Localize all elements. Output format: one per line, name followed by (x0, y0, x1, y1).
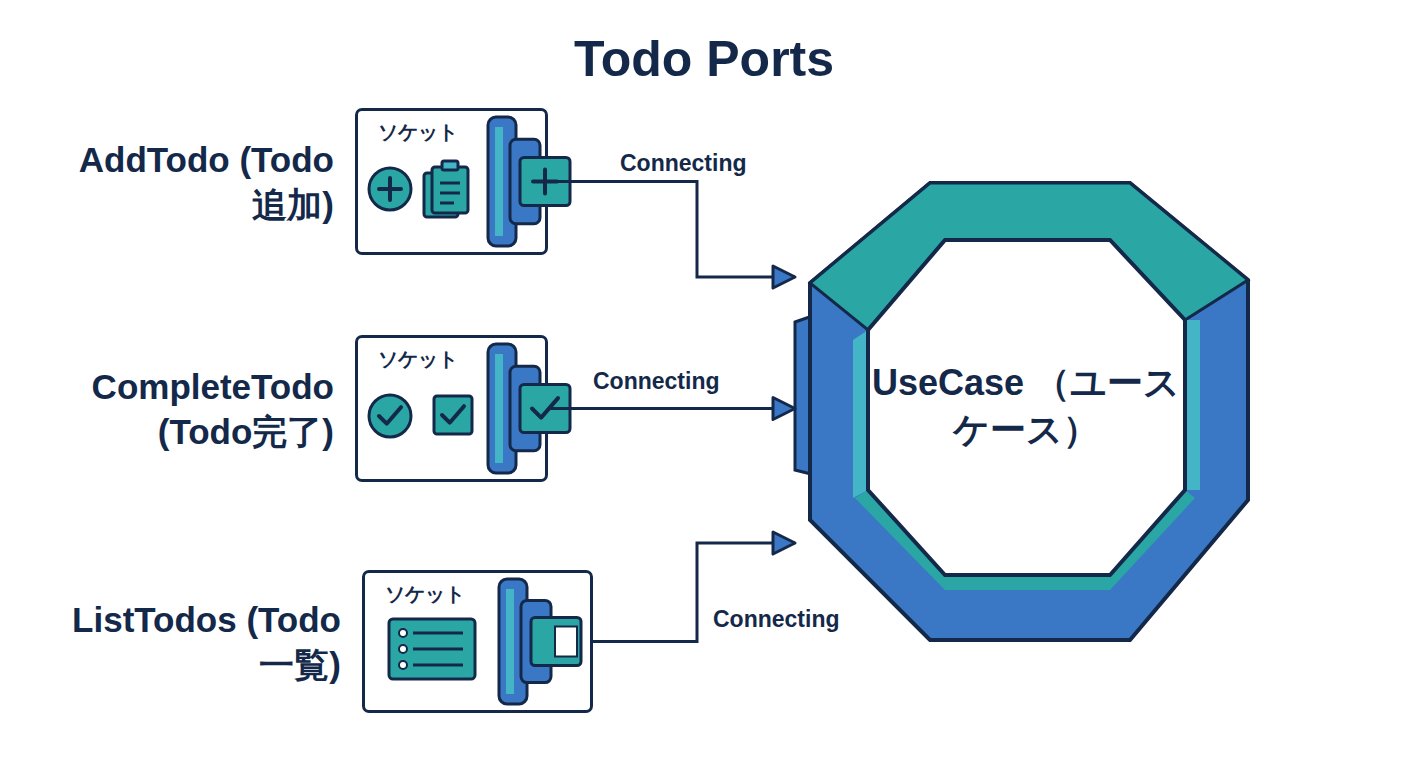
plug-head (520, 158, 570, 206)
clipboard-clip (442, 161, 458, 170)
octagon-ring-right-band (1185, 320, 1200, 490)
port-socket-box: AddTodo (Todo追加)ソケット (355, 108, 548, 255)
add-circle (369, 168, 411, 210)
usecase-octagon: UseCase （ユースケース） (795, 180, 1253, 645)
socket-label: ソケット (385, 581, 465, 607)
diagram-title: Todo Ports (0, 30, 1408, 88)
check-mark (532, 398, 558, 418)
port-name: CompleteTodo (Todo完了) (44, 363, 334, 454)
clipboard (432, 167, 468, 213)
port-socket-box: ListTodos (Todo一覧)ソケット (362, 570, 593, 713)
plug-strip (506, 589, 514, 694)
octagon-ring (810, 183, 1248, 640)
connector-label: Connecting (713, 606, 840, 633)
octagon-ring-left-band (853, 330, 868, 498)
plug-head (520, 385, 570, 433)
plug-slot (555, 627, 577, 657)
connector-arrow (548, 182, 795, 278)
list-bullet (399, 645, 407, 653)
socket-label: ソケット (378, 346, 458, 372)
connector-label: Connecting (593, 368, 720, 395)
port-socket-box: CompleteTodo (Todo完了)ソケット (355, 335, 548, 482)
octagon-core (868, 240, 1185, 575)
connector-label: Connecting (620, 150, 747, 177)
list-card (389, 619, 475, 679)
check-mark (442, 406, 464, 423)
usecase-label: UseCase （ユースケース） (871, 360, 1181, 454)
port-name: ListTodos (Todo一覧) (51, 596, 341, 687)
port-name: AddTodo (Todo追加) (44, 136, 334, 227)
plus-sign (533, 170, 557, 194)
plus-sign (379, 178, 401, 200)
check-mark (379, 407, 401, 424)
list-bullet (399, 661, 407, 669)
list-bullet (399, 629, 407, 637)
plug-head (531, 618, 581, 666)
clipboard-lines (440, 183, 460, 203)
list-lines (413, 633, 463, 665)
check-circle (369, 395, 411, 437)
plug-strip (495, 354, 503, 463)
connector-arrow (548, 407, 795, 410)
plug-strip (495, 127, 503, 236)
check-box (434, 396, 472, 434)
socket-label: ソケット (378, 119, 458, 145)
